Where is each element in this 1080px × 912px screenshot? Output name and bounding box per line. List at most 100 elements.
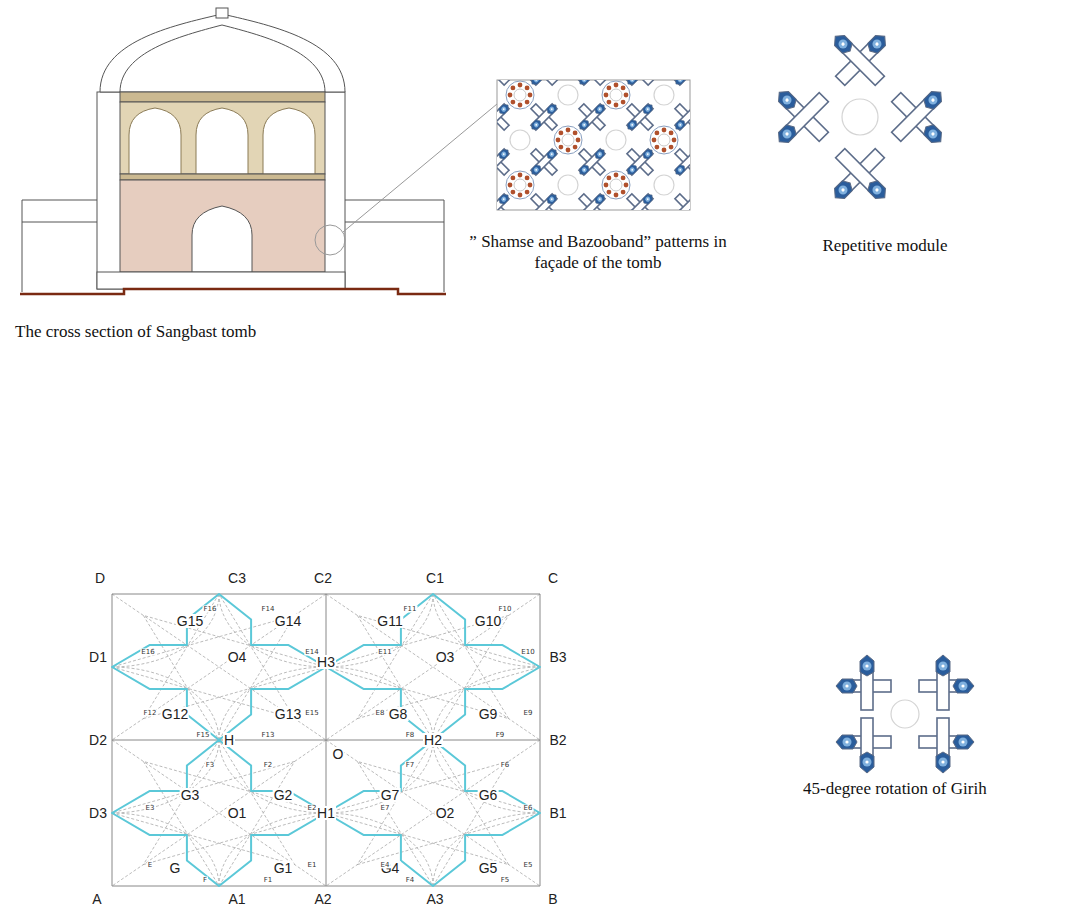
blue-drop [836, 679, 857, 693]
blue-drop [577, 208, 591, 210]
girih-line [112, 594, 326, 740]
shamse-ring [602, 171, 630, 199]
shamse-dot [573, 131, 578, 136]
point-label: A2 [313, 892, 332, 906]
point-label: D [94, 571, 106, 585]
girih-strip [531, 149, 557, 175]
point-label: G12 [161, 707, 189, 721]
point-label: G3 [180, 788, 201, 802]
figure-caption: 45-degree rotation of Girih [803, 779, 987, 799]
drop-eye [500, 151, 507, 158]
point-label-small: E11 [377, 649, 392, 656]
drop-dot [647, 198, 649, 200]
door-arch [192, 206, 252, 272]
girih-strip [836, 149, 885, 198]
drop-body [860, 752, 874, 773]
point-label-small: F2 [263, 762, 273, 769]
point-label: C2 [313, 571, 333, 585]
girih-strip [627, 104, 653, 130]
blue-drop [921, 87, 946, 112]
drop-dot [931, 98, 936, 103]
drop-body [774, 122, 799, 147]
drop-body [577, 118, 591, 132]
star-line [357, 761, 433, 886]
shamse-dot [573, 145, 578, 150]
drop-eye [533, 80, 540, 83]
drop-dot [875, 42, 880, 47]
shamse-dot [559, 145, 564, 150]
drop-body [936, 655, 950, 676]
point-label: B1 [548, 806, 567, 820]
drop-body [641, 147, 655, 161]
point-label-small: F1 [263, 877, 273, 884]
blue-drop [774, 87, 799, 112]
drop-eye [677, 121, 684, 128]
drop-eye [581, 166, 588, 173]
blue-drop [497, 192, 511, 206]
drop-body [921, 122, 946, 147]
blue-drop [836, 735, 857, 749]
shamse-dot [621, 176, 626, 181]
blue-drop [577, 118, 591, 132]
shamse-dot [576, 138, 581, 143]
drop-eye [581, 80, 588, 83]
point-label: D3 [88, 806, 108, 820]
shamse-core [658, 134, 670, 146]
girih-strip [892, 93, 941, 142]
guide-arc [326, 813, 433, 886]
point-label: C3 [227, 571, 247, 585]
base [97, 272, 345, 289]
blue-drop [625, 118, 639, 132]
drop-body [625, 80, 639, 87]
blue-drop [860, 752, 874, 773]
point-label: G13 [274, 707, 302, 721]
blue-drop [593, 147, 607, 161]
drop-body [497, 102, 511, 116]
point-label-small: E15 [304, 710, 319, 717]
shamse-dot [624, 183, 629, 188]
star-line [143, 761, 219, 886]
drop-eye [533, 121, 540, 128]
point-label: G [169, 861, 182, 875]
blue-drop [593, 192, 607, 206]
drop-body [497, 147, 511, 161]
drop-eye [837, 184, 850, 197]
drop-eye [843, 738, 852, 747]
drop-dot [647, 108, 649, 110]
drop-eye [863, 758, 872, 767]
point-label: D2 [88, 733, 108, 747]
drop-body [953, 679, 974, 693]
shamse-ring [554, 126, 582, 154]
drop-body [936, 752, 950, 773]
shamse-dot [662, 128, 667, 133]
guide-arc [326, 667, 433, 740]
star-line [357, 594, 433, 719]
drop-dot [503, 153, 505, 155]
point-label-small: F8 [405, 732, 415, 739]
drop-dot [599, 153, 601, 155]
inner-dome [120, 25, 325, 92]
pale-circle [606, 130, 626, 150]
facade-frame [497, 80, 690, 210]
point-label: G14 [274, 614, 302, 628]
shamse-core [610, 179, 622, 191]
shamse-ring [506, 171, 534, 199]
shamse-dot [614, 103, 619, 108]
diagonal [112, 594, 326, 740]
blue-drop [593, 102, 607, 116]
girih-strip [627, 149, 653, 175]
drop-dot [503, 198, 505, 200]
shamse-dot [607, 176, 612, 181]
star-line [143, 740, 219, 865]
diagonal [112, 594, 326, 740]
star-line [219, 761, 295, 886]
blue-drop [953, 735, 974, 749]
diagonal [326, 594, 540, 740]
shamse-dot [669, 145, 674, 150]
drop-dot [941, 664, 944, 667]
drop-body [689, 192, 690, 206]
shamse-dot [518, 193, 523, 198]
blue-drop [545, 192, 559, 206]
drop-body [545, 102, 559, 116]
drop-eye [533, 166, 540, 173]
